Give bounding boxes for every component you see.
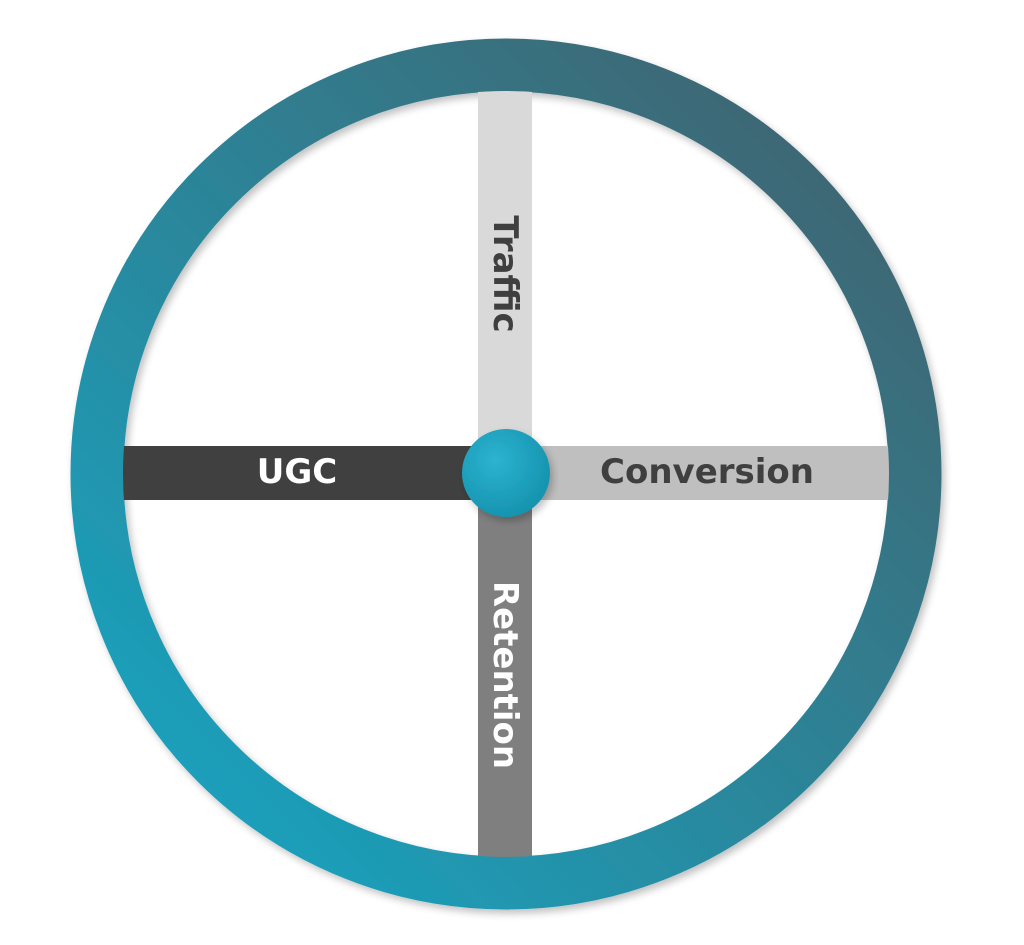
spoke-label-ugc: UGC [257,452,337,492]
wheel-hub [462,429,550,517]
spoke-label-traffic: Traffic [485,215,525,332]
wheel-rim [70,38,942,910]
spoke-label-retention: Retention [485,581,525,769]
spoke-ugc [123,446,506,500]
spoke-label-conversion: Conversion [600,452,814,492]
spoke-traffic [478,91,532,474]
spoke-retention [478,474,532,857]
spoke-conversion [506,446,889,500]
